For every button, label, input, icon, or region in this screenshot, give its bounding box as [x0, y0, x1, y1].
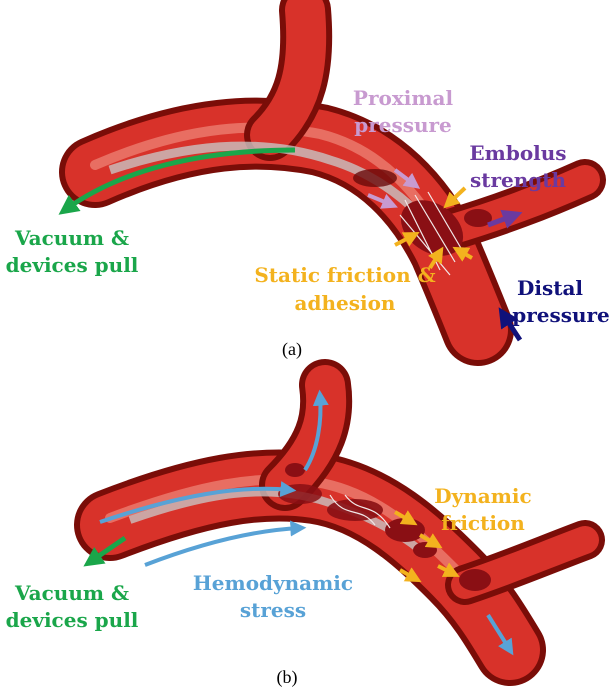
- label-proximal-line1: Proximal: [353, 86, 454, 110]
- svg-text:strength: strength: [470, 168, 567, 192]
- svg-text:pressure: pressure: [512, 303, 610, 327]
- panel-a: Vacuum & devices pull Proximal pressure …: [6, 10, 610, 360]
- svg-text:Dynamic: Dynamic: [434, 484, 531, 508]
- svg-text:(a): (a): [282, 339, 302, 360]
- label-distal-line2: pressure: [512, 303, 610, 327]
- label-vacuum-line1-b: Vacuum &: [14, 581, 129, 605]
- svg-text:Proximal: Proximal: [353, 86, 454, 110]
- svg-text:(b): (b): [277, 667, 298, 688]
- label-static-line1: Static friction &: [254, 263, 435, 287]
- svg-text:Vacuum &: Vacuum &: [14, 581, 129, 605]
- label-hemodynamic-line1: Hemodynamic: [193, 571, 353, 595]
- label-dynamic-line2: friction: [441, 511, 525, 535]
- label-vacuum-line1-a: Vacuum &: [14, 226, 129, 250]
- label-proximal-line2: pressure: [354, 113, 452, 137]
- label-static-line2: adhesion: [295, 291, 396, 315]
- label-embolus-line1: Embolus: [469, 141, 566, 165]
- svg-text:Hemodynamic: Hemodynamic: [193, 571, 353, 595]
- label-embolus-line2: strength: [470, 168, 567, 192]
- label-vacuum-line2-a: devices pull: [6, 253, 139, 277]
- svg-text:friction: friction: [441, 511, 525, 535]
- svg-text:Distal: Distal: [517, 276, 583, 300]
- svg-text:Static friction &: Static friction &: [254, 263, 435, 287]
- label-distal-line1: Distal: [517, 276, 583, 300]
- label-dynamic-line1: Dynamic: [434, 484, 531, 508]
- label-vacuum-line2-b: devices pull: [6, 608, 139, 632]
- svg-text:Vacuum &: Vacuum &: [14, 226, 129, 250]
- label-hemodynamic-line2: stress: [240, 598, 306, 622]
- svg-text:Embolus: Embolus: [469, 141, 566, 165]
- panel-b: Vacuum & devices pull Hemodynamic stress…: [6, 385, 585, 688]
- svg-text:devices pull: devices pull: [6, 253, 139, 277]
- svg-text:adhesion: adhesion: [295, 291, 396, 315]
- svg-text:devices pull: devices pull: [6, 608, 139, 632]
- caption-a: (a): [282, 339, 302, 360]
- svg-text:pressure: pressure: [354, 113, 452, 137]
- caption-b: (b): [277, 667, 298, 688]
- svg-text:stress: stress: [240, 598, 306, 622]
